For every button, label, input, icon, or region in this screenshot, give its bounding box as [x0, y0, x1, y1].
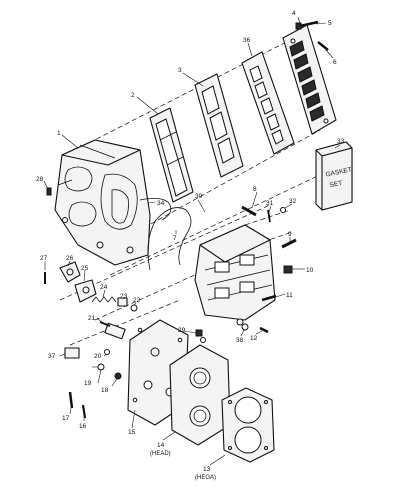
- callout-4: 4: [292, 10, 296, 17]
- callout-32: 32: [289, 198, 297, 205]
- callout-3: 3: [178, 67, 182, 74]
- callout-28: 28: [36, 176, 44, 183]
- callout-16: 16: [79, 423, 87, 430]
- callout-14: 14: [157, 442, 165, 449]
- callout-13: 13: [203, 466, 211, 473]
- callout-38: 38: [236, 337, 244, 344]
- callout-36: 36: [243, 37, 251, 44]
- seal-wire: [147, 207, 192, 271]
- dowel-pin: [46, 187, 52, 196]
- bolt: [259, 326, 269, 334]
- cylinder-block: [54, 139, 151, 266]
- callout-23: 23: [120, 293, 128, 300]
- callout-29: 29: [178, 327, 186, 334]
- callout-15: 15: [128, 429, 136, 436]
- callout-22: 22: [133, 297, 141, 304]
- nut: [195, 329, 203, 337]
- divider-plate: [194, 73, 244, 178]
- callout-24: 24: [100, 284, 108, 291]
- callout-11: 11: [286, 292, 293, 299]
- cover-gasket: [241, 51, 295, 155]
- washer: [241, 323, 249, 331]
- screw: [317, 41, 329, 51]
- callout-37: 37: [48, 353, 56, 360]
- callout-6: 6: [333, 59, 337, 66]
- bolt: [281, 238, 297, 249]
- bolt: [68, 391, 74, 409]
- callout-30: 30: [195, 193, 203, 200]
- callout-labels: 4 5 6 36 3 2 1 28 8 31 32 33 34 30 7 9 1…: [36, 10, 345, 481]
- clip: [97, 363, 105, 371]
- gasket-set-box: GASKET SET: [315, 141, 353, 211]
- valve-housing: [59, 261, 81, 283]
- callout-25: 25: [81, 265, 89, 272]
- callout-17: 17: [62, 415, 70, 422]
- leader-lines: [43, 16, 341, 466]
- callout-27: 27: [40, 255, 48, 262]
- crankcase-cover: [194, 224, 276, 326]
- bolt: [295, 20, 319, 30]
- callout-hega-caption: (HEGA): [195, 475, 216, 481]
- callout-5: 5: [328, 20, 332, 27]
- callout-head-caption: (HEAD): [150, 451, 171, 457]
- callout-7: 7: [173, 235, 177, 242]
- callout-33: 33: [337, 138, 345, 145]
- bolt: [81, 404, 87, 419]
- washer: [280, 207, 286, 213]
- callout-10: 10: [306, 267, 314, 274]
- valve-cap: [74, 279, 97, 303]
- bolt: [261, 294, 277, 302]
- head-gasket: [221, 387, 275, 463]
- callout-12: 12: [250, 335, 258, 342]
- callout-31: 31: [266, 200, 274, 207]
- bolt: [241, 205, 257, 217]
- washer: [104, 349, 110, 355]
- spring: [91, 296, 117, 303]
- cylinder-head: [169, 337, 231, 446]
- screw: [267, 209, 271, 223]
- callout-21: 21: [88, 315, 96, 322]
- fitting: [99, 321, 126, 340]
- gasket-set-line2: SET: [329, 180, 343, 189]
- hose: [139, 198, 172, 221]
- callout-18: 18: [101, 387, 109, 394]
- grommet: [114, 372, 122, 380]
- callout-20: 20: [94, 353, 102, 360]
- cover-plate: [282, 24, 337, 135]
- callout-26: 26: [66, 255, 74, 262]
- plug: [283, 265, 293, 274]
- callout-19: 19: [84, 380, 92, 387]
- callout-2: 2: [131, 92, 135, 99]
- callout-34: 34: [157, 200, 165, 207]
- valve: [117, 297, 128, 307]
- callout-8: 8: [253, 186, 257, 193]
- divider-gasket: [149, 107, 194, 203]
- grommet: [130, 304, 138, 312]
- callout-9: 9: [288, 231, 292, 238]
- callout-1: 1: [57, 130, 61, 137]
- decal: [64, 347, 80, 359]
